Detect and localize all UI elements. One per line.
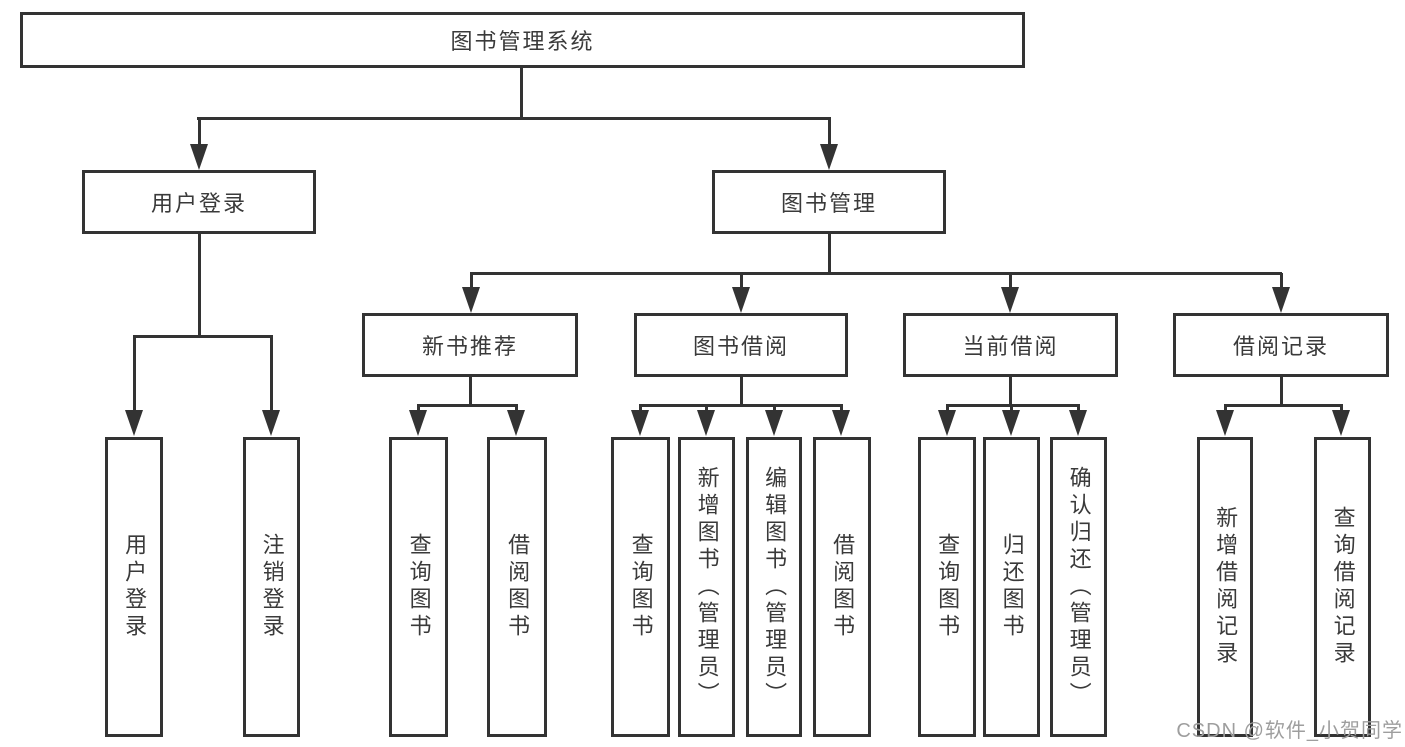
node-bb-borrow-book-label: 借阅图书 xyxy=(830,533,856,641)
connector-drop-new-book-rec xyxy=(470,273,473,289)
connector-rail-new-book-rec xyxy=(417,404,518,407)
connector-book-mgmt-stem xyxy=(828,234,831,274)
node-bb-query-book: 查询图书 xyxy=(611,437,670,737)
arrowhead-icon xyxy=(732,287,750,313)
connector-drop-leaf xyxy=(639,404,642,412)
node-cb-confirm-return: 确认归还（管理员） xyxy=(1050,437,1107,737)
connector-root-stem xyxy=(520,68,523,118)
connector-rail-user-login xyxy=(133,335,273,338)
node-book-borrow-label: 图书借阅 xyxy=(692,334,789,359)
node-ul-user-login: 用户登录 xyxy=(105,437,163,737)
node-book-borrow: 图书借阅 xyxy=(634,313,848,377)
connector-drop-leaf xyxy=(515,404,518,412)
arrowhead-icon xyxy=(125,410,143,436)
node-user-login: 用户登录 xyxy=(82,170,316,234)
node-borrow-records: 借阅记录 xyxy=(1173,313,1389,377)
arrowhead-icon xyxy=(507,410,525,436)
node-new-book-rec: 新书推荐 xyxy=(362,313,578,377)
arrowhead-icon xyxy=(820,144,838,170)
connector-current-borrow-stem xyxy=(1009,377,1012,406)
arrowhead-icon xyxy=(190,144,208,170)
arrowhead-icon xyxy=(832,410,850,436)
connector-drop-book-mgmt xyxy=(828,117,831,145)
connector-book-borrow-stem xyxy=(740,377,743,406)
node-cb-query-book-label: 查询图书 xyxy=(935,533,961,641)
connector-drop-leaf xyxy=(417,404,420,412)
node-cb-return-book-label: 归还图书 xyxy=(999,533,1025,641)
node-current-borrow-label: 当前借阅 xyxy=(962,334,1059,359)
watermark: CSDN @软件_小贺同学 xyxy=(1176,720,1403,742)
node-root-label: 图书管理系统 xyxy=(450,29,595,54)
node-book-mgmt-label: 图书管理 xyxy=(780,191,877,216)
node-br-query-record: 查询借阅记录 xyxy=(1314,437,1371,737)
arrowhead-icon xyxy=(938,410,956,436)
node-ul-user-login-label: 用户登录 xyxy=(122,533,148,641)
node-bb-add-book-label: 新增图书（管理员） xyxy=(694,465,720,709)
node-cb-return-book: 归还图书 xyxy=(983,437,1040,737)
connector-rail-book-borrow xyxy=(639,404,843,407)
node-br-add-record-label: 新增借阅记录 xyxy=(1213,506,1239,668)
arrowhead-icon xyxy=(1001,287,1019,313)
arrowhead-icon xyxy=(1002,410,1020,436)
arrowhead-icon xyxy=(409,410,427,436)
connector-drop-current-borrow xyxy=(1009,273,1012,289)
node-nr-borrow-book: 借阅图书 xyxy=(487,437,547,737)
arrowhead-icon xyxy=(262,410,280,436)
connector-drop-leaf xyxy=(705,404,708,412)
node-cb-confirm-return-label: 确认归还（管理员） xyxy=(1066,465,1092,709)
node-bb-edit-book-label: 编辑图书（管理员） xyxy=(762,465,788,709)
node-ul-logout: 注销登录 xyxy=(243,437,300,737)
node-bb-borrow-book: 借阅图书 xyxy=(813,437,871,737)
node-nr-query-book-label: 查询图书 xyxy=(406,533,432,641)
connector-borrow-records-stem xyxy=(1280,377,1283,406)
node-br-add-record: 新增借阅记录 xyxy=(1197,437,1253,737)
connector-drop-leaf xyxy=(1010,404,1013,412)
node-ul-logout-label: 注销登录 xyxy=(259,533,285,641)
connector-drop-borrow-records xyxy=(1280,273,1283,289)
connector-rail-borrow-records xyxy=(1224,404,1343,407)
node-nr-query-book: 查询图书 xyxy=(389,437,448,737)
connector-rail-level2 xyxy=(197,117,831,120)
node-new-book-rec-label: 新书推荐 xyxy=(421,334,518,359)
connector-drop-leaf xyxy=(840,404,843,412)
connector-user-login-stem xyxy=(198,234,201,337)
arrowhead-icon xyxy=(697,410,715,436)
arrowhead-icon xyxy=(462,287,480,313)
arrowhead-icon xyxy=(1332,410,1350,436)
node-user-login-label: 用户登录 xyxy=(150,191,247,216)
arrowhead-icon xyxy=(631,410,649,436)
node-br-query-record-label: 查询借阅记录 xyxy=(1330,506,1356,668)
node-current-borrow: 当前借阅 xyxy=(903,313,1118,377)
node-bb-query-book-label: 查询图书 xyxy=(628,533,654,641)
arrowhead-icon xyxy=(765,410,783,436)
connector-rail-level3 xyxy=(470,272,1282,275)
node-book-mgmt: 图书管理 xyxy=(712,170,946,234)
node-bb-edit-book: 编辑图书（管理员） xyxy=(746,437,802,737)
connector-drop-user-login xyxy=(198,117,201,145)
node-nr-borrow-book-label: 借阅图书 xyxy=(505,533,531,641)
connector-drop-ul-logout xyxy=(270,336,273,412)
connector-drop-ul-user-login xyxy=(133,336,136,412)
connector-drop-leaf xyxy=(773,404,776,412)
arrowhead-icon xyxy=(1216,410,1234,436)
connector-drop-leaf xyxy=(1224,404,1227,412)
node-root: 图书管理系统 xyxy=(20,12,1025,68)
connector-drop-book-borrow xyxy=(740,273,743,289)
node-cb-query-book: 查询图书 xyxy=(918,437,976,737)
arrowhead-icon xyxy=(1069,410,1087,436)
arrowhead-icon xyxy=(1272,287,1290,313)
connector-drop-leaf xyxy=(946,404,949,412)
connector-new-book-rec-stem xyxy=(469,377,472,406)
node-borrow-records-label: 借阅记录 xyxy=(1232,334,1329,359)
node-bb-add-book: 新增图书（管理员） xyxy=(678,437,735,737)
connector-drop-leaf xyxy=(1340,404,1343,412)
connector-drop-leaf xyxy=(1077,404,1080,412)
